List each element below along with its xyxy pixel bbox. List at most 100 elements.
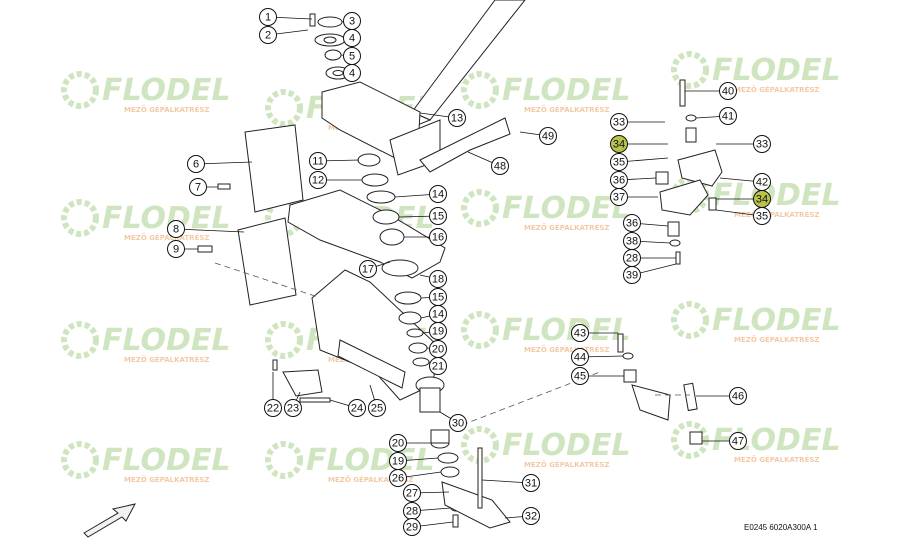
watermark-brand: FLODEL <box>712 53 841 88</box>
gear-icon <box>61 71 99 109</box>
watermark-brand: FLODEL <box>502 191 631 226</box>
watermark-tagline: MEZŐ GÉPALKATRÉSZ <box>524 223 609 232</box>
part-callout-33: 33 <box>716 135 771 153</box>
callout-circle <box>189 178 207 196</box>
callout-number: 2 <box>265 30 271 42</box>
callout-circle <box>348 399 366 417</box>
watermark-tagline: MEZŐ GÉPALKATRÉSZ <box>734 455 819 464</box>
callout-circle <box>343 64 361 82</box>
gear-icon <box>671 51 709 89</box>
callout-number: 15 <box>432 211 444 223</box>
callout-number: 36 <box>613 175 625 187</box>
callout-circle <box>522 507 540 525</box>
watermark-tagline: MEZŐ GÉPALKATRÉSZ <box>124 105 209 114</box>
gear-icon <box>61 321 99 359</box>
callout-number: 23 <box>287 403 299 415</box>
callout-circle <box>719 107 737 125</box>
part-callout-42: 42 <box>719 173 771 191</box>
watermark-brand: FLODEL <box>102 323 231 358</box>
callout-circle <box>429 322 447 340</box>
part-callout-12: 12 <box>309 171 362 189</box>
part-callout-15: 15 <box>420 288 447 306</box>
callout-number: 5 <box>349 51 355 63</box>
gear-icon <box>265 321 303 359</box>
part-callout-1: 1 <box>259 8 313 26</box>
gear-icon <box>461 71 499 109</box>
part-callout-21: 21 <box>428 357 447 375</box>
callout-circle <box>623 266 641 284</box>
callout-circle <box>429 357 447 375</box>
part-callout-14: 14 <box>420 305 447 323</box>
callout-circle <box>403 484 421 502</box>
callout-circle <box>448 109 466 127</box>
callout-circle <box>449 414 467 432</box>
gear-icon <box>671 301 709 339</box>
part-callout-38: 38 <box>623 232 671 250</box>
callout-number: 1 <box>265 12 271 24</box>
callout-circle <box>539 127 557 145</box>
callout-circle <box>610 135 628 153</box>
part-callout-44: 44 <box>571 348 624 366</box>
part-callout-23: 23 <box>284 391 302 417</box>
callout-number: 49 <box>542 131 554 143</box>
callout-number: 32 <box>525 511 537 523</box>
part-callout-37: 37 <box>610 188 658 206</box>
part-callout-27: 27 <box>403 484 450 502</box>
part-callout-11: 11 <box>309 152 360 170</box>
callout-circle <box>610 188 628 206</box>
callout-circle <box>610 153 628 171</box>
drawing-reference: E0245 6020A300A 1 <box>744 523 818 532</box>
part-callout-2: 2 <box>259 26 309 44</box>
callout-number: 34 <box>613 139 625 151</box>
callout-circle <box>167 240 185 258</box>
callout-circle <box>359 260 377 278</box>
watermark-brand: FLODEL <box>102 73 231 108</box>
callout-number: 38 <box>626 236 638 248</box>
callout-number: 35 <box>613 157 625 169</box>
callout-circle <box>729 387 747 405</box>
watermark-brand: FLODEL <box>102 443 231 478</box>
callout-number: 46 <box>732 391 744 403</box>
part-callout-32: 32 <box>504 507 540 525</box>
callout-number: 37 <box>613 192 625 204</box>
part-callout-17: 17 <box>359 260 391 278</box>
callout-number: 41 <box>722 111 734 123</box>
callout-number: 11 <box>312 156 323 168</box>
callout-circle <box>259 8 277 26</box>
callout-number: 14 <box>432 189 444 201</box>
callout-number: 27 <box>406 488 418 500</box>
part-callout-49: 49 <box>519 127 557 145</box>
callout-circle <box>522 474 540 492</box>
part-callout-7: 7 <box>189 178 218 196</box>
watermark-brand: FLODEL <box>502 73 631 108</box>
callout-circle <box>491 157 509 175</box>
watermark-tagline: MEZŐ GÉPALKATRÉSZ <box>328 475 413 484</box>
callout-circle <box>623 214 641 232</box>
part-callout-31: 31 <box>481 474 540 492</box>
callout-circle <box>309 152 327 170</box>
part-callout-47: 47 <box>702 432 747 450</box>
part-callout-28: 28 <box>623 249 676 267</box>
direction-arrow <box>83 503 136 538</box>
leader-line <box>195 161 253 165</box>
callout-number: 17 <box>362 264 374 276</box>
watermark-brand: FLODEL <box>712 303 841 338</box>
part-callout-22: 22 <box>264 372 282 417</box>
gear-icon <box>61 441 99 479</box>
watermark-brand: FLODEL <box>712 178 841 213</box>
callout-circle <box>571 324 589 342</box>
callout-number: 8 <box>173 224 179 236</box>
part-callout-43: 43 <box>571 324 618 342</box>
callout-number: 16 <box>432 232 444 244</box>
part-callout-20: 20 <box>389 434 431 452</box>
callout-number: 4 <box>349 68 355 80</box>
part-callout-5: 5 <box>340 47 361 65</box>
part-callout-30: 30 <box>439 411 467 432</box>
part-callout-4: 4 <box>343 64 361 82</box>
callout-circle <box>343 29 361 47</box>
